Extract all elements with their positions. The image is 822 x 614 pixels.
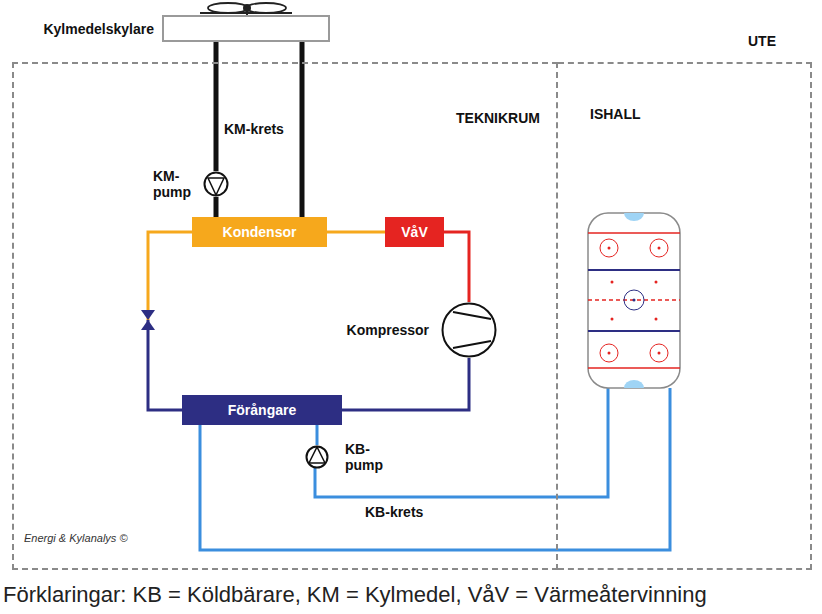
center-circle: [624, 290, 644, 310]
pipe-connector: [214, 197, 219, 217]
symbol-label: KB-pump: [345, 441, 383, 473]
goal-line: [588, 232, 680, 234]
goal-crease: [624, 213, 644, 221]
region-label: ISHALL: [590, 106, 641, 122]
region-label: KB-krets: [365, 504, 423, 520]
pipe-connector: [444, 232, 469, 302]
ice-rink: [588, 213, 680, 388]
faceoff-dot: [655, 318, 658, 321]
faceoff-dot: [611, 281, 614, 284]
expansion-valve: [141, 310, 155, 330]
credit-note: Energi & Kylanalys ©: [24, 532, 128, 544]
fan-shaft: [246, 8, 248, 15]
cooler-unit: Kylmedelskylare: [162, 15, 330, 42]
pump-symbol: KB-pump: [305, 445, 329, 469]
pump-icon: [203, 171, 229, 197]
symbol-label: KM-pump: [153, 168, 191, 200]
pipe-connector: [327, 231, 385, 234]
fan-blade: [208, 3, 248, 13]
center-dot: [633, 299, 636, 302]
center-line: [588, 299, 680, 301]
pump-triangle: [208, 178, 224, 195]
faceoff-dot: [608, 352, 611, 355]
faceoff-circle: [650, 239, 668, 257]
room-region: ISHALL: [558, 62, 812, 570]
brine-pipe: [315, 388, 608, 497]
pipe-connector: [300, 42, 305, 217]
pipe-connector: [316, 425, 319, 445]
goal-crease: [624, 380, 644, 388]
symbol-circle: [443, 304, 496, 357]
process-box: Förångare: [182, 395, 342, 425]
room-region: TEKNIKRUM KM-pumpKondensor VåV KompressorFö…: [12, 62, 558, 570]
region-label: UTE: [748, 33, 776, 49]
caption: Förklaringar: KB = Köldbärare, KM = Kylm…: [3, 582, 707, 608]
valve-half: [141, 310, 155, 320]
region-label: KM-krets: [224, 121, 284, 137]
blue-line: [588, 330, 680, 332]
fan-blade: [246, 3, 286, 13]
blue-line: [588, 269, 680, 271]
process-box: Kondensor: [192, 217, 327, 247]
faceoff-circle: [600, 344, 618, 362]
pump-icon: [305, 445, 329, 469]
symbol-circle: [307, 447, 328, 468]
pipe-connector: [342, 358, 469, 410]
faceoff-dot: [655, 281, 658, 284]
compressor-icon: [441, 302, 497, 358]
pump-triangle: [309, 447, 325, 463]
box-label: Förångare: [228, 402, 296, 418]
symbol-circle: [205, 173, 228, 196]
faceoff-circle: [600, 239, 618, 257]
goal-line: [588, 367, 680, 369]
box-label: Kondensor: [223, 224, 297, 240]
compressor-lines: [453, 312, 491, 348]
region-label: TEKNIKRUM: [456, 110, 540, 126]
rink-outline: [588, 213, 680, 388]
faceoff-dot: [658, 352, 661, 355]
symbol-label: Kompressor: [347, 322, 429, 338]
pump-symbol: KM-pump: [203, 171, 229, 197]
pipe-connector: [148, 232, 192, 410]
faceoff-dot: [611, 318, 614, 321]
box-label: VåV: [401, 224, 427, 240]
compressor-symbol: Kompressor: [441, 302, 497, 358]
faceoff-circle: [650, 344, 668, 362]
faceoff-dot: [658, 247, 661, 250]
brine-pipe: [200, 388, 670, 550]
faceoff-dot: [608, 247, 611, 250]
fan-symbol: [200, 3, 292, 15]
process-box: VåV: [385, 217, 444, 247]
unit-label: Kylmedelskylare: [43, 21, 154, 37]
valve-half: [141, 320, 155, 330]
